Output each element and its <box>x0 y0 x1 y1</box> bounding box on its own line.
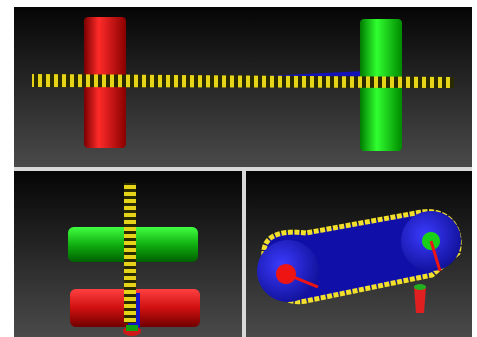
viewport-top[interactable] <box>246 171 472 337</box>
viewport-divider-vertical[interactable] <box>242 171 246 337</box>
viewport-side[interactable] <box>14 171 242 337</box>
top-view-canvas <box>257 209 462 313</box>
viewport-divider-horizontal[interactable] <box>14 167 472 171</box>
belt-side[interactable] <box>124 183 136 323</box>
side-view-canvas <box>68 183 200 336</box>
driven-pulley-arm <box>429 240 442 272</box>
driver-shaft-top <box>414 284 426 290</box>
pulley-tip-green <box>126 325 138 331</box>
front-view-canvas <box>32 17 454 151</box>
belt-front[interactable] <box>32 74 454 88</box>
driver-shaft[interactable] <box>414 287 426 313</box>
driver-pulley-arm <box>285 272 319 289</box>
viewport-front[interactable] <box>14 7 472 167</box>
